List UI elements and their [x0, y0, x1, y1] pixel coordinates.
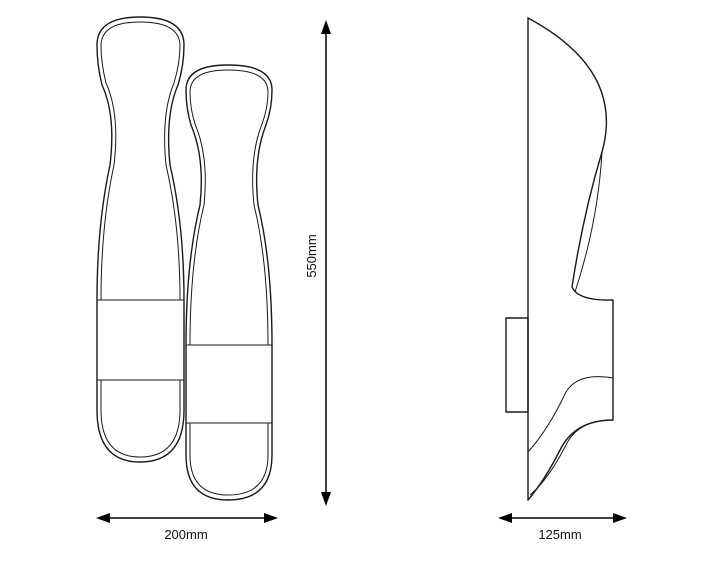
dimension-width: 200mm — [96, 513, 278, 542]
dimension-depth-label: 125mm — [538, 527, 581, 542]
dimension-depth: 125mm — [498, 513, 627, 542]
dimension-width-label: 200mm — [164, 527, 207, 542]
front-view-tall-panel — [96, 16, 185, 463]
dimension-height-label: 550mm — [304, 234, 319, 277]
dimension-height: 550mm — [304, 20, 331, 506]
side-view-profile — [505, 17, 614, 501]
front-view-short-panel — [185, 64, 273, 501]
